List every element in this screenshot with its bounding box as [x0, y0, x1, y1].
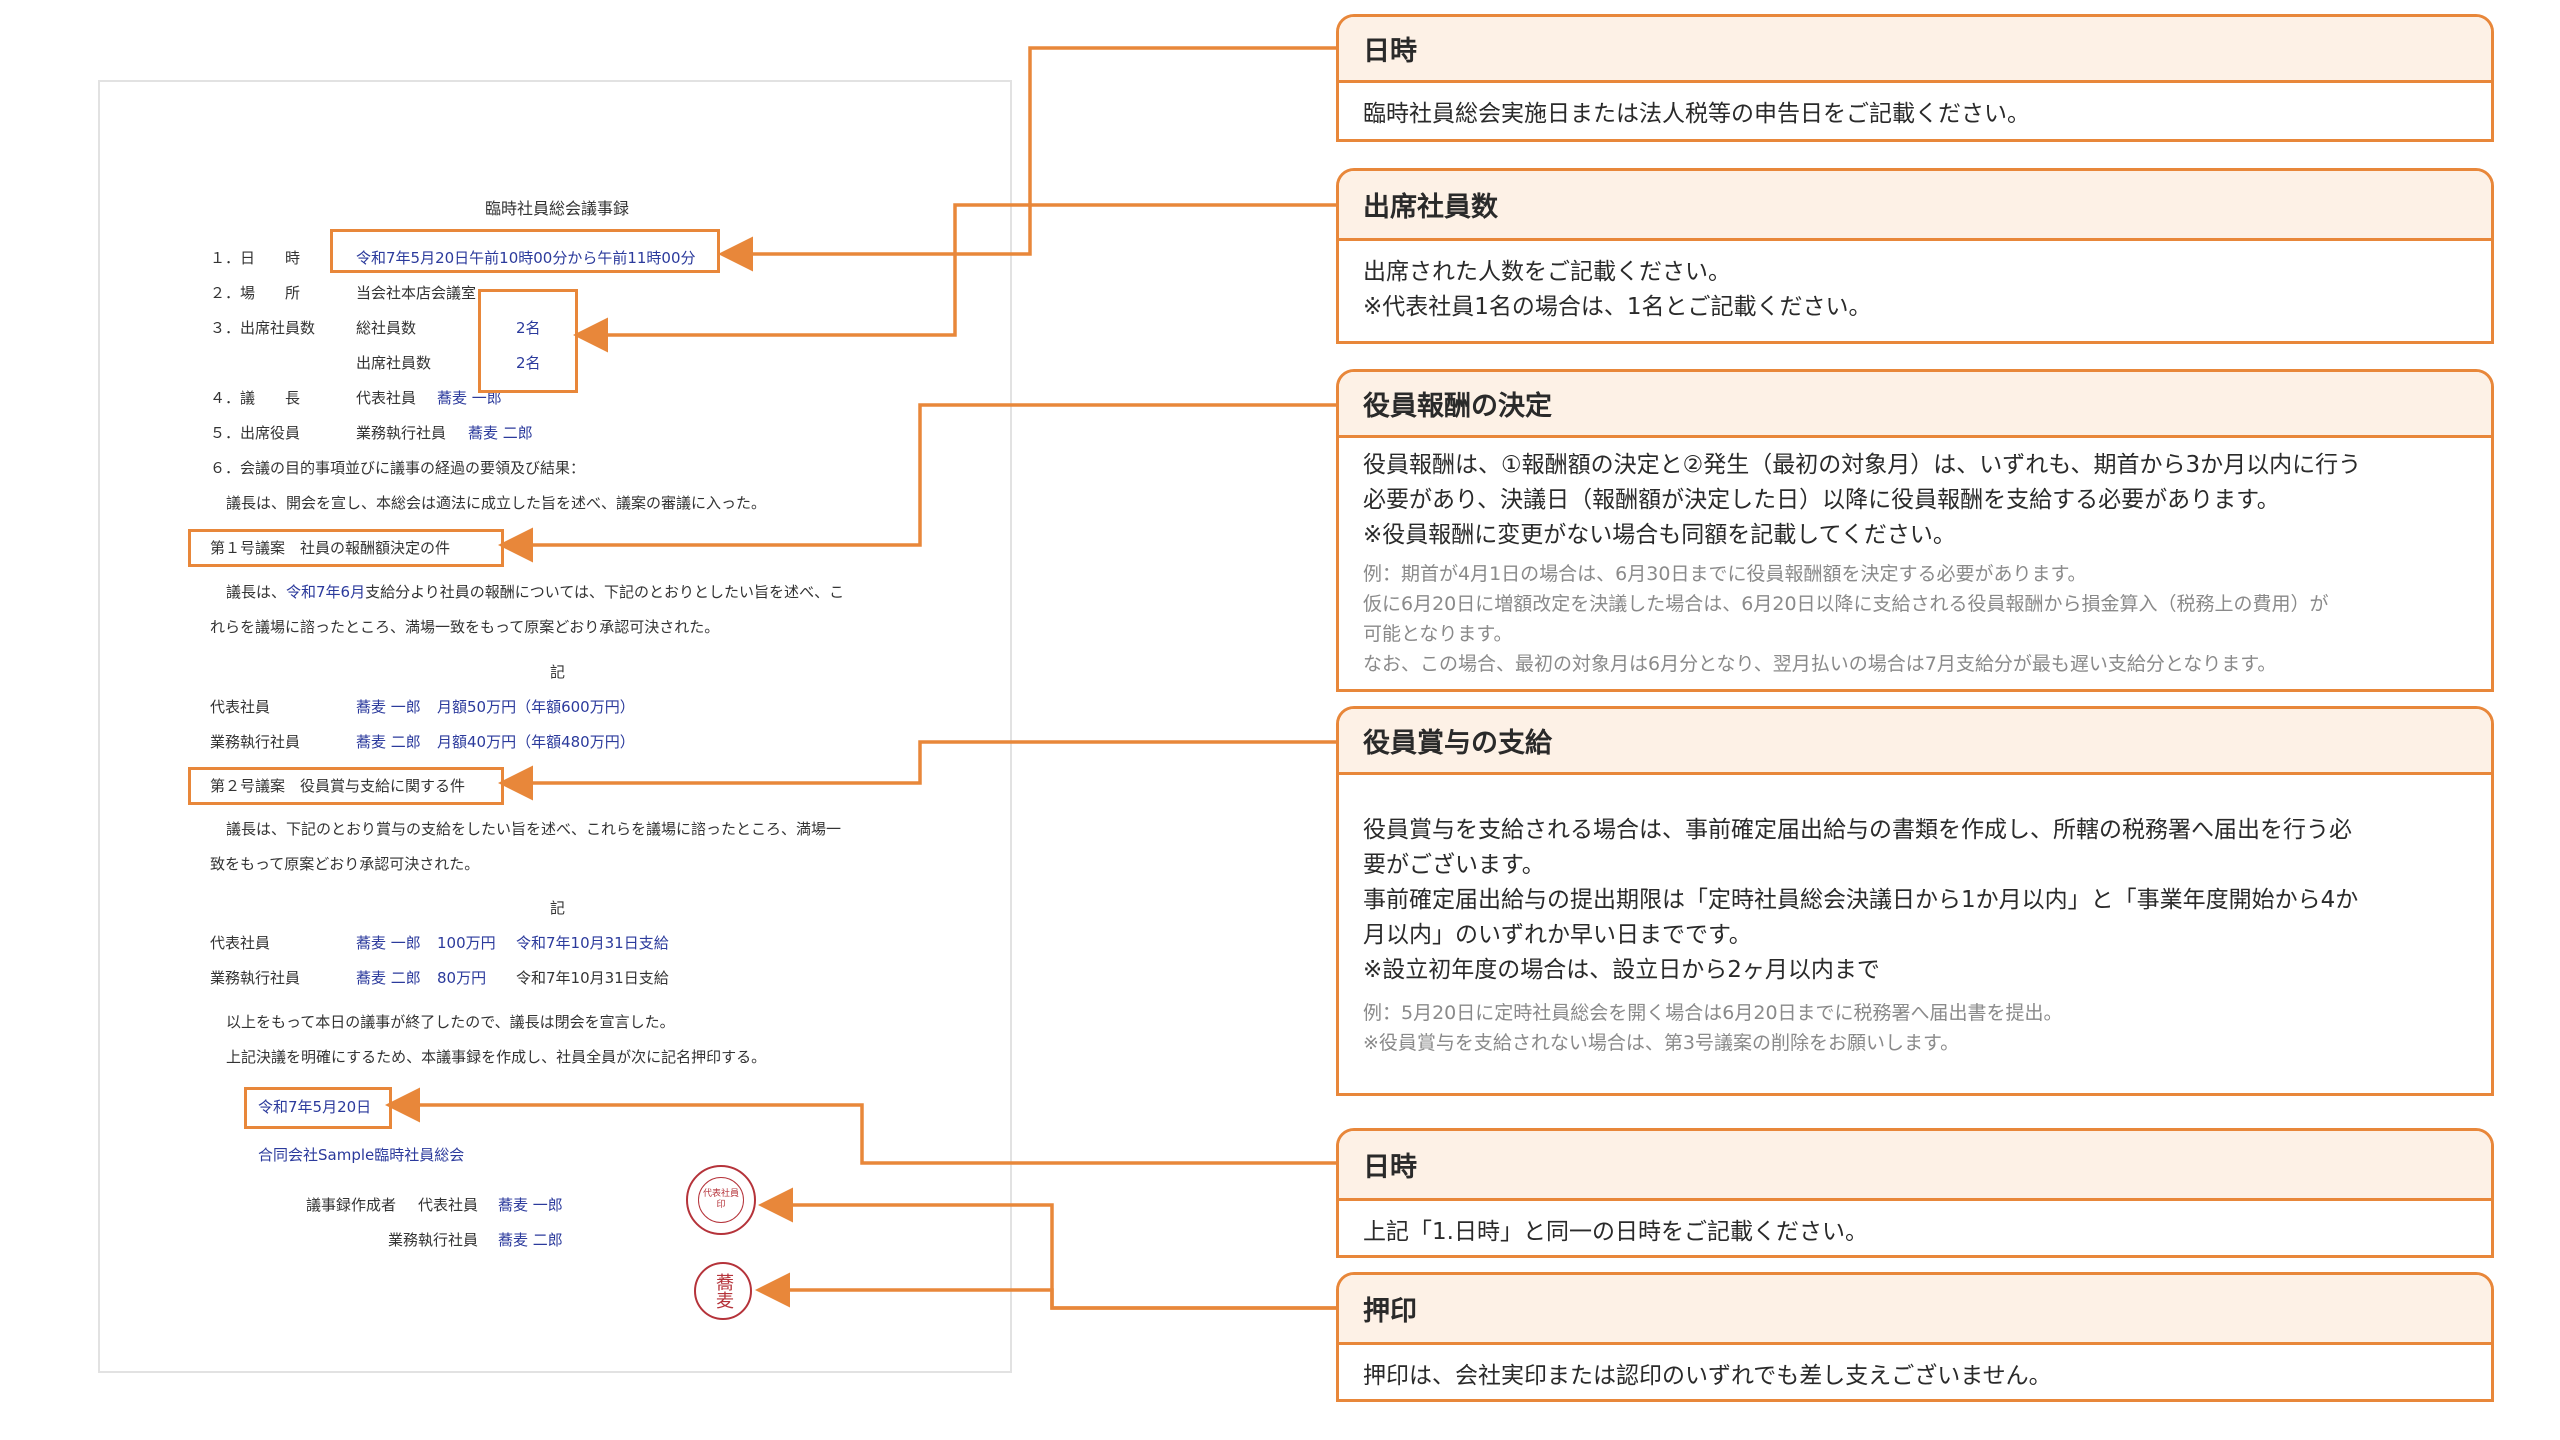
- panel-remuneration-line: 必要があり、決議日（報酬額が決定した日）以降に役員報酬を支給する必要があります。: [1363, 487, 2280, 513]
- document-date: 令和7年5月20日: [258, 1098, 372, 1116]
- agenda2-row2-date: 令和7年10月31日支給: [516, 969, 669, 987]
- agenda2-body-line2: 致をもって原案どおり承認可決された。: [210, 855, 480, 873]
- highlight-datetime: [330, 229, 720, 273]
- sign2-role: 業務執行社員: [388, 1231, 479, 1249]
- agenda2-row1-amount: 100万円: [437, 934, 496, 952]
- closing-line2: 上記決議を明確にするため、本議事録を作成し、社員全員が次に記名押印する。: [226, 1048, 767, 1066]
- panel-bonus-line: 要がございます。: [1363, 852, 1545, 878]
- panel-seal-title: 押印: [1339, 1275, 2491, 1345]
- minutes-document: 臨時社員総会議事録 １．日 時 令和7年5月20日午前10時00分から午前11時…: [98, 80, 1012, 1373]
- panel-remuneration: 役員報酬の決定 役員報酬は、①報酬額の決定と②発生（最初の対象月）は、いずれも、…: [1336, 369, 2494, 692]
- item-chair-name: 蕎麦 一郎: [437, 389, 502, 407]
- panel-remuneration-line: ※役員報酬に変更がない場合も同額を記載してください。: [1363, 522, 1956, 548]
- agenda1-row1-name: 蕎麦 一郎: [356, 698, 421, 716]
- panel-bonus-line: 月以内」のいずれか早い日までです。: [1363, 922, 1752, 948]
- panel-seal: 押印 押印は、会社実印または認印のいずれでも差し支えございません。: [1336, 1272, 2494, 1402]
- present-members-label: 出席社員数: [356, 354, 432, 372]
- panel-remuneration-note: 例：期首が4月1日の場合は、6月30日までに役員報酬額を決定する必要があります。: [1363, 563, 2087, 585]
- panel-bonus-line: 事前確定届出給与の提出期限は「定時社員総会決議日から1か月以内」と「事業年度開始…: [1363, 887, 2359, 913]
- item-attendees-label: ３．出席社員数: [210, 319, 316, 337]
- panel-remuneration-title: 役員報酬の決定: [1339, 372, 2491, 438]
- panel-remuneration-line: 役員報酬は、①報酬額の決定と②発生（最初の対象月）は、いずれも、期首から3か月以…: [1363, 452, 2362, 478]
- panel-bonus-line: ※設立初年度の場合は、設立日から2ヶ月以内まで: [1363, 957, 1880, 983]
- document-title: 臨時社員総会議事録: [485, 199, 630, 218]
- item-place-label: ２．場 所: [210, 284, 301, 302]
- agenda1-body-month: 令和7年6月: [286, 583, 366, 601]
- total-members-label: 総社員数: [356, 319, 417, 337]
- panel-datetime-title: 日時: [1339, 17, 2491, 83]
- agenda2-row1-role: 代表社員: [210, 934, 271, 952]
- panel-attendees: 出席社員数 出席された人数をご記載ください。 ※代表社員1名の場合は、1名とご記…: [1336, 168, 2494, 344]
- item-datetime-label: １．日 時: [210, 249, 301, 267]
- panel-remuneration-note: 仮に6月20日に増額改定を決議した場合は、6月20日以降に支給される役員報酬から…: [1363, 593, 2329, 615]
- agenda2-ki: 記: [550, 899, 566, 917]
- panel-bonus-line: 役員賞与を支給される場合は、事前確定届出給与の書類を作成し、所轄の税務署へ届出を…: [1363, 817, 2352, 843]
- item-officer-label: ５．出席役員: [210, 424, 301, 442]
- agenda1-body-line1: 議長は、令和7年6月支給分より社員の報酬については、下記のとおりとしたい旨を述べ…: [226, 582, 844, 602]
- panel-bonus-title: 役員賞与の支給: [1339, 709, 2491, 775]
- agenda1-row2-amount: 月額40万円（年額480万円）: [437, 733, 635, 751]
- agenda1-row2-name: 蕎麦 二郎: [356, 733, 421, 751]
- item-officer-role: 業務執行社員: [356, 424, 447, 442]
- sign1-role: 代表社員: [418, 1196, 479, 1214]
- highlight-agenda1: [188, 529, 504, 567]
- panel-date: 日時 上記「1.日時」と同一の日時をご記載ください。: [1336, 1128, 2494, 1258]
- highlight-attendees: [478, 289, 578, 393]
- personal-seal-stamp: 蕎麦: [694, 1262, 752, 1320]
- closing-line1: 以上をもって本日の議事が終了したので、議長は閉会を宣言した。: [226, 1013, 675, 1031]
- panel-remuneration-note: なお、この場合、最初の対象月は6月分となり、翌月払いの場合は7月支給分が最も遅い…: [1363, 653, 2277, 675]
- agenda2-row2-amount: 80万円: [437, 969, 487, 987]
- company-seal-inner: 代表社員印: [698, 1177, 744, 1223]
- agenda1-body-c: 支給分より社員の報酬については、下記のとおりとしたい旨を述べ、こ: [365, 583, 845, 601]
- item-chair-label: ４．議 長: [210, 389, 301, 407]
- present-members-value: 2名: [516, 354, 541, 372]
- agenda1-ki: 記: [550, 663, 566, 681]
- panel-attendees-line: ※代表社員1名の場合は、1名とご記載ください。: [1363, 294, 1872, 320]
- panel-date-line: 上記「1.日時」と同一の日時をご記載ください。: [1363, 1219, 1868, 1245]
- agenda1-row1-amount: 月額50万円（年額600万円）: [437, 698, 635, 716]
- agenda2-body-line1: 議長は、下記のとおり賞与の支給をしたい旨を述べ、これらを議場に諮ったところ、満場…: [226, 820, 842, 838]
- agenda1-title: 第１号議案 社員の報酬額決定の件: [210, 539, 451, 557]
- highlight-agenda2: [188, 767, 504, 805]
- agenda1-body-line2: れらを議場に諮ったところ、満場一致をもって原案どおり承認可決された。: [210, 618, 720, 636]
- panel-remuneration-note: 可能となります。: [1363, 623, 1513, 645]
- total-members-value: 2名: [516, 319, 541, 337]
- agenda1-body-a: 議長は、: [226, 583, 287, 601]
- panel-seal-line: 押印は、会社実印または認印のいずれでも差し支えございません。: [1363, 1363, 2052, 1389]
- panel-datetime-line: 臨時社員総会実施日または法人税等の申告日をご記載ください。: [1363, 101, 2030, 127]
- opening-text: 議長は、開会を宣し、本総会は適法に成立した旨を述べ、議案の審議に入った。: [226, 494, 767, 512]
- item-agenda-label: ６．会議の目的事項並びに議事の経過の要領及び結果：: [210, 459, 586, 477]
- agenda2-row1-date: 令和7年10月31日支給: [516, 934, 669, 952]
- panel-date-title: 日時: [1339, 1131, 2491, 1201]
- agenda2-row2-role: 業務執行社員: [210, 969, 301, 987]
- item-officer-name: 蕎麦 二郎: [468, 424, 533, 442]
- agenda2-row2-name: 蕎麦 二郎: [356, 969, 421, 987]
- company-name: 合同会社Sample臨時社員総会: [258, 1146, 465, 1164]
- panel-attendees-title: 出席社員数: [1339, 171, 2491, 241]
- agenda1-row1-role: 代表社員: [210, 698, 271, 716]
- highlight-date: [244, 1087, 392, 1129]
- company-seal-stamp: 代表社員印: [686, 1165, 756, 1235]
- panel-bonus-note: ※役員賞与を支給されない場合は、第3号議案の削除をお願いします。: [1363, 1032, 1960, 1054]
- sign1-name: 蕎麦 一郎: [498, 1196, 563, 1214]
- panel-attendees-line: 出席された人数をご記載ください。: [1363, 259, 1731, 285]
- panel-bonus: 役員賞与の支給 役員賞与を支給される場合は、事前確定届出給与の書類を作成し、所轄…: [1336, 706, 2494, 1096]
- item-place-value: 当会社本店会議室: [356, 284, 477, 302]
- agenda2-row1-name: 蕎麦 一郎: [356, 934, 421, 952]
- panel-datetime: 日時 臨時社員総会実施日または法人税等の申告日をご記載ください。: [1336, 14, 2494, 142]
- agenda2-title: 第２号議案 役員賞与支給に関する件: [210, 777, 466, 795]
- agenda1-row2-role: 業務執行社員: [210, 733, 301, 751]
- panel-bonus-note: 例：5月20日に定時社員総会を開く場合は6月20日までに税務署へ届出書を提出。: [1363, 1002, 2063, 1024]
- sign1-label: 議事録作成者: [306, 1196, 397, 1214]
- sign2-name: 蕎麦 二郎: [498, 1231, 563, 1249]
- item-chair-role: 代表社員: [356, 389, 417, 407]
